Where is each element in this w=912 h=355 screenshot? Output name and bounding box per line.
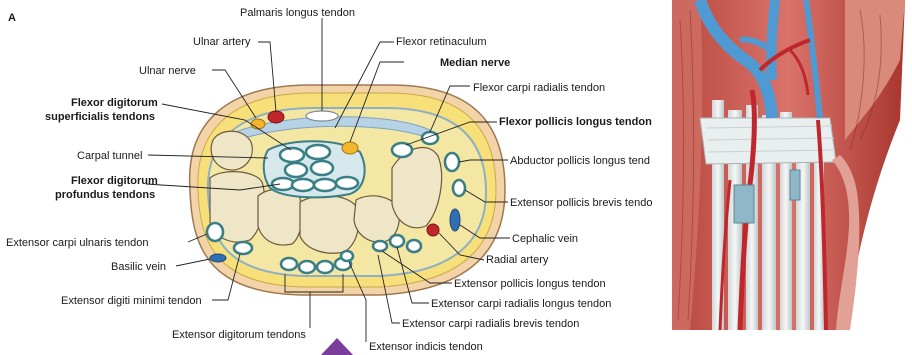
label-ei: Extensor indicis tendon [369, 341, 483, 353]
label-ulnar-artery: Ulnar artery [193, 36, 251, 48]
ulnar-artery-shape [268, 111, 284, 123]
label-basilic-vein: Basilic vein [111, 261, 166, 273]
ecrb-tendon [407, 240, 421, 252]
capitate-bone-left [258, 189, 302, 245]
apl-tendon [445, 153, 459, 171]
label-radial-artery: Radial artery [486, 254, 549, 266]
label-epl: Extensor pollicis longus tendon [454, 278, 606, 290]
edm-tendon [234, 242, 252, 254]
cephalic-vein-shape [450, 209, 460, 231]
palmaris-longus-tendon-shape [306, 111, 338, 121]
basilic-vein-shape [210, 254, 226, 262]
label-palmaris-longus: Palmaris longus tendon [240, 7, 355, 19]
ei-tendon [341, 251, 353, 261]
fpl-tendon [392, 143, 412, 157]
capitate-bone [300, 196, 359, 254]
label-flexor-retinaculum: Flexor retinaculum [396, 36, 486, 48]
purple-marker-icon [321, 338, 353, 355]
label-ulnar-nerve: Ulnar nerve [139, 65, 196, 77]
label-fcr: Flexor carpi radialis tendon [473, 82, 605, 94]
median-nerve-shape [342, 142, 358, 154]
wrist-dissection-illustration [668, 0, 912, 330]
label-ecrb: Extensor carpi radialis brevis tendon [402, 318, 579, 330]
ecu-tendon [207, 223, 223, 241]
label-fdp-line2: profundus tendons [55, 189, 155, 201]
label-cephalic-vein: Cephalic vein [512, 233, 578, 245]
label-median-nerve: Median nerve [440, 57, 510, 69]
label-ecu: Extensor carpi ulnaris tendon [6, 237, 148, 249]
label-fds-line1: Flexor digitorum [71, 97, 158, 109]
ecrl-tendon [390, 235, 404, 247]
label-carpal-tunnel: Carpal tunnel [77, 150, 142, 162]
label-edm: Extensor digiti minimi tendon [61, 295, 202, 307]
pisiform-bone [211, 131, 252, 170]
label-fds-line2: superficialis tendons [45, 111, 155, 123]
label-apl: Abductor pollicis longus tend [510, 155, 650, 167]
label-ed: Extensor digitorum tendons [172, 329, 306, 341]
label-fdp-line1: Flexor digitorum [71, 175, 158, 187]
radial-artery-shape [427, 224, 439, 236]
ulnar-nerve-shape [251, 119, 265, 129]
label-fpl: Flexor pollicis longus tendon [499, 116, 652, 128]
epb-tendon [453, 180, 465, 196]
epl-tendon [373, 241, 387, 251]
label-ecrl: Extensor carpi radialis longus tendon [431, 298, 611, 310]
panel-letter: A [8, 12, 16, 24]
label-epb: Extensor pollicis brevis tendo [510, 197, 652, 209]
